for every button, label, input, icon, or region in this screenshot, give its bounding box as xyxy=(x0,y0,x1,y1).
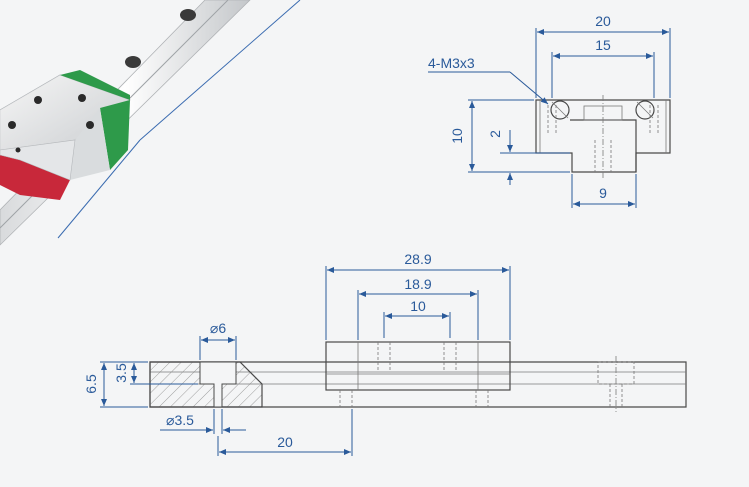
dim-counterbore-diameter: ⌀6 xyxy=(210,320,226,336)
side-view xyxy=(149,341,687,412)
dim-hole-offset: 20 xyxy=(277,434,293,450)
dim-width-overall: 20 xyxy=(595,13,611,29)
photo-divider-lower xyxy=(57,139,141,239)
photo-divider-upper xyxy=(139,0,301,141)
product-photo xyxy=(0,0,251,246)
dim-width-holes: 15 xyxy=(595,37,611,53)
end-view xyxy=(535,95,671,178)
end-view-dimensions: 20 15 4-M3x3 10 2 9 xyxy=(428,13,671,208)
dim-block-body-length: 18.9 xyxy=(404,276,431,292)
dim-rail-width: 9 xyxy=(599,185,607,201)
dim-rail-gap: 2 xyxy=(487,130,503,138)
thread-callout: 4-M3x3 xyxy=(428,55,475,71)
dim-hole-pitch: 10 xyxy=(410,298,426,314)
dim-counterbore-depth: 3.5 xyxy=(113,363,129,383)
dim-rail-height: 6.5 xyxy=(83,374,99,394)
dim-through-hole-diameter: ⌀3.5 xyxy=(166,412,194,428)
dim-block-length: 28.9 xyxy=(404,251,431,267)
dim-height-overall: 10 xyxy=(449,128,465,144)
side-view-dimensions: 28.9 18.9 10 ⌀6 6.5 3.5 ⌀3.5 20 xyxy=(83,251,511,456)
